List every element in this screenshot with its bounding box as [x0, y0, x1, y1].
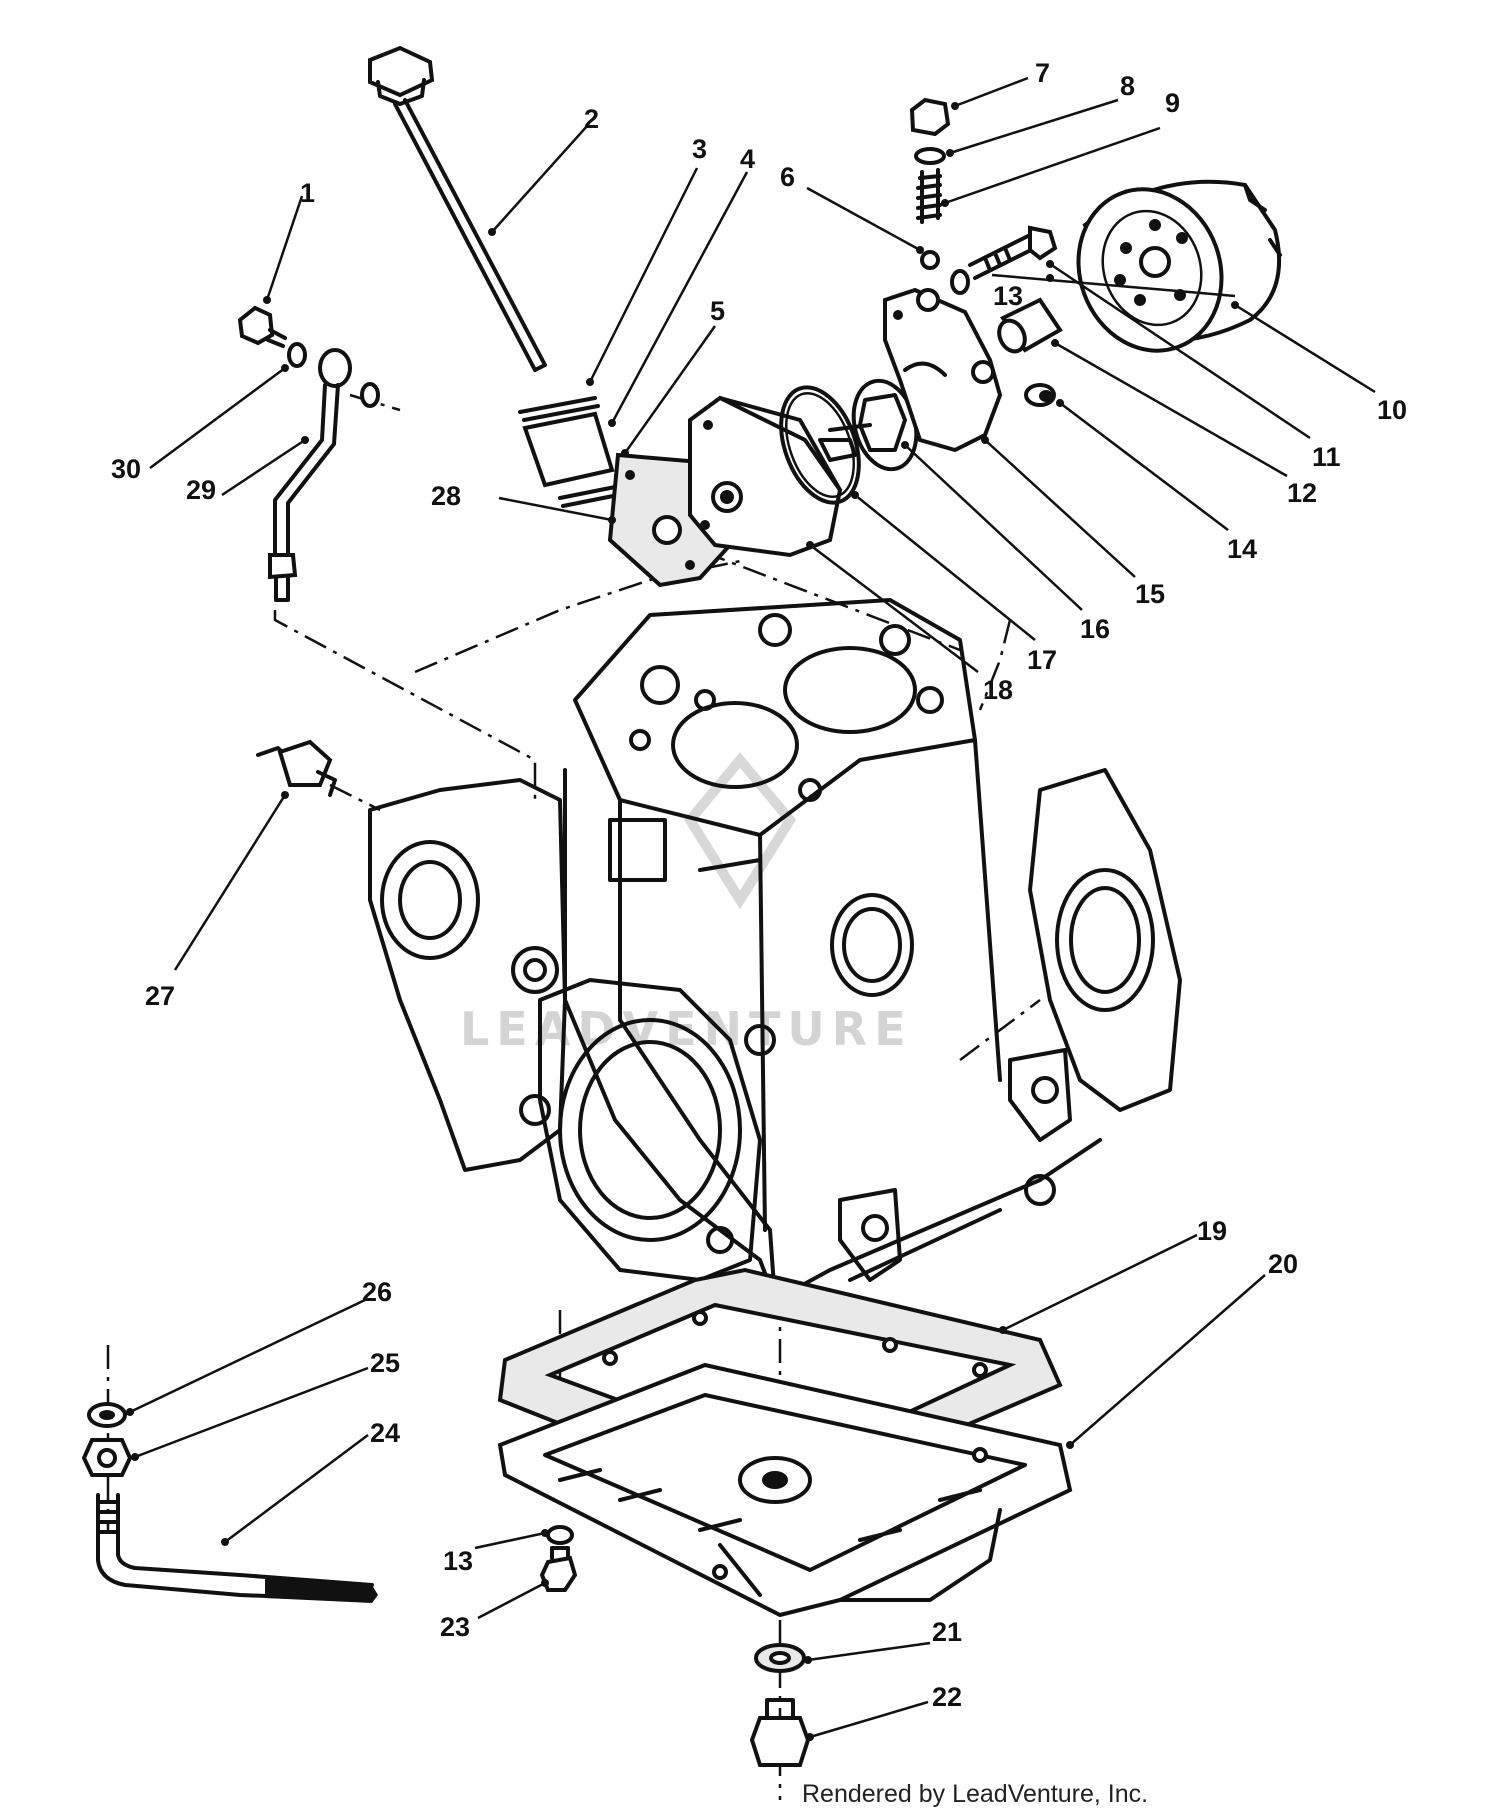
callout-numbers: 1 2 3 4 5 6 7 8 9 10 11 12 13 13 14 15 1… [111, 58, 1407, 1712]
drain-lever-assembly [81, 1402, 378, 1603]
callout-30: 30 [111, 454, 141, 484]
callout-11: 11 [1312, 442, 1341, 472]
filter-sleeve [997, 297, 1063, 354]
callout-5: 5 [710, 296, 725, 326]
callout-8: 8 [1120, 71, 1135, 101]
footer-credit: Rendered by LeadVenture, Inc. [802, 1780, 1148, 1808]
callout-1: 1 [300, 178, 315, 208]
callout-12: 12 [1287, 478, 1317, 508]
callout-6: 6 [780, 162, 795, 192]
callout-13-upper: 13 [993, 281, 1023, 311]
callout-4: 4 [740, 144, 755, 174]
callout-17: 17 [1027, 645, 1057, 675]
callout-25: 25 [370, 1348, 400, 1378]
relief-valve-parts [909, 97, 951, 270]
engine-block [368, 598, 1182, 1302]
callout-3: 3 [692, 134, 707, 164]
o-ring [779, 385, 861, 505]
oil-pan [497, 1362, 1073, 1618]
oil-pipe-assembly [237, 305, 380, 602]
callout-7: 7 [1035, 58, 1050, 88]
callout-10: 10 [1377, 395, 1407, 425]
oil-pressure-switch [256, 739, 337, 797]
callout-22: 22 [932, 1682, 962, 1712]
callout-23: 23 [440, 1612, 470, 1642]
small-plug [1024, 383, 1056, 407]
callout-27: 27 [145, 981, 175, 1011]
callout-18: 18 [983, 675, 1013, 705]
oil-filter [1076, 179, 1282, 353]
callout-24: 24 [370, 1418, 400, 1448]
callout-9: 9 [1165, 88, 1180, 118]
strainer-sleeve [518, 396, 630, 508]
pan-bolt-and-washer [539, 1525, 578, 1592]
oil-pump-rotor [828, 378, 919, 472]
callout-21: 21 [932, 1617, 962, 1647]
callout-15: 15 [1135, 579, 1165, 609]
callout-2: 2 [584, 104, 599, 134]
drain-plug-assembly [749, 1643, 811, 1767]
callout-28: 28 [431, 481, 461, 511]
pump-cover [883, 287, 1003, 453]
oil-pump-body [688, 395, 857, 558]
filter-bolt [950, 225, 1058, 295]
callout-19: 19 [1197, 1216, 1227, 1246]
callout-29: 29 [186, 475, 216, 505]
dipstick [368, 45, 547, 372]
callout-20: 20 [1268, 1249, 1298, 1279]
callout-26: 26 [362, 1277, 392, 1307]
callout-16: 16 [1080, 614, 1110, 644]
callout-14: 14 [1227, 534, 1257, 564]
callout-13-lower: 13 [443, 1546, 473, 1576]
leader-lines [126, 76, 1376, 1741]
